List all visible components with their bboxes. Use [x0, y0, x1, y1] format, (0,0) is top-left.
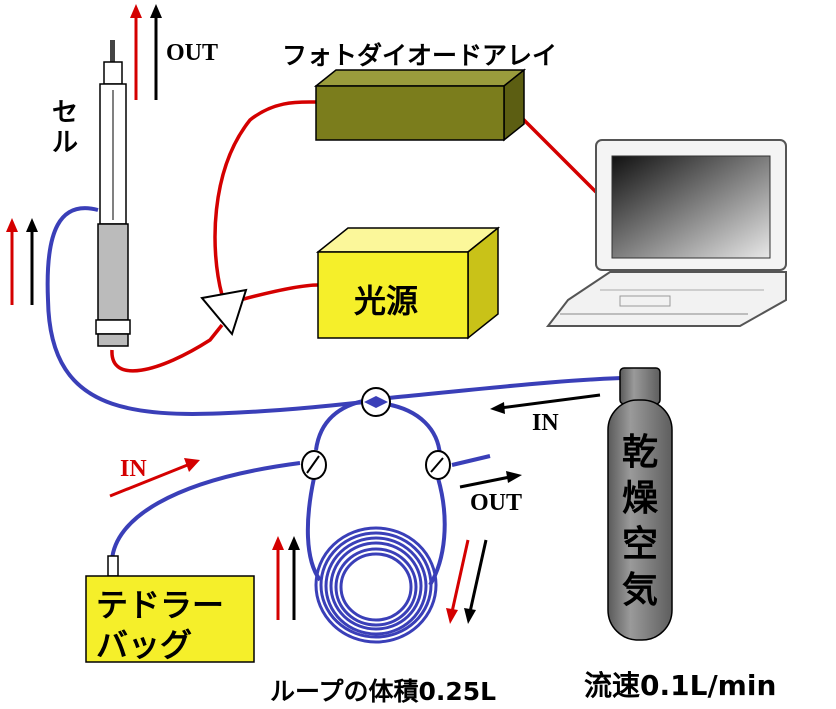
fiber-cell-to-splitter — [110, 323, 224, 373]
tube-cell-to-valve — [45, 206, 366, 416]
dry-air-cylinder — [607, 367, 673, 641]
arrow-left-up-red — [6, 218, 18, 305]
arrow-left-up-black — [26, 218, 38, 305]
out-right-label: OUT — [470, 490, 523, 516]
arrow-in-bag — [109, 458, 200, 498]
tube-bag-in — [110, 461, 301, 561]
light-source — [315, 226, 501, 340]
tube-out-right — [451, 454, 491, 467]
sample-loop-coil — [314, 526, 438, 644]
valve-left[interactable] — [301, 450, 327, 480]
arrow-loop-left-black — [288, 536, 300, 620]
cell — [95, 40, 131, 347]
arrow-out-right — [459, 471, 522, 489]
fiber-photodiode-to-laptop — [520, 116, 598, 194]
in-bag-label: IN — [120, 456, 147, 482]
in-air-label: IN — [532, 410, 559, 436]
photodiode-array-label: フォトダイオードアレイ — [282, 41, 558, 70]
fiber-splitter-to-photodiode — [213, 100, 317, 296]
arrow-loop-right-red — [446, 539, 470, 624]
light-source-label: 光源 — [354, 282, 419, 320]
flow-arrows — [6, 4, 601, 624]
tedlar-bag — [85, 555, 255, 663]
fiber-splitter-to-light-source — [239, 283, 319, 302]
tedlar-bag-label-line1: テドラー — [96, 586, 225, 624]
photodiode-array — [313, 68, 527, 142]
gas-tubes — [45, 206, 623, 587]
flow-rate-label: 流速0.1L/min — [584, 669, 777, 702]
tedlar-bag-label-line2: バッグ — [96, 626, 193, 664]
arrow-in-air — [490, 393, 601, 414]
dry-air-label: 乾燥空気 — [622, 432, 659, 611]
cell-label: セル — [52, 98, 79, 158]
tube-air-to-valve — [387, 376, 623, 400]
out-top-label: OUT — [166, 40, 219, 66]
valve-top[interactable] — [361, 387, 391, 417]
valve-right[interactable] — [425, 450, 451, 480]
arrow-out-top-red — [130, 4, 142, 100]
optical-fibers — [110, 100, 598, 373]
tube-loop-upper-left — [314, 398, 369, 451]
arrow-out-top-black — [150, 4, 162, 100]
arrow-loop-left-red — [272, 536, 284, 620]
loop-volume-label: ループの体積0.25L — [270, 677, 497, 706]
arrow-loop-right-black — [464, 539, 488, 624]
tube-loop-upper-right — [385, 402, 442, 456]
beam-splitter — [200, 288, 248, 337]
laptop — [545, 139, 787, 327]
